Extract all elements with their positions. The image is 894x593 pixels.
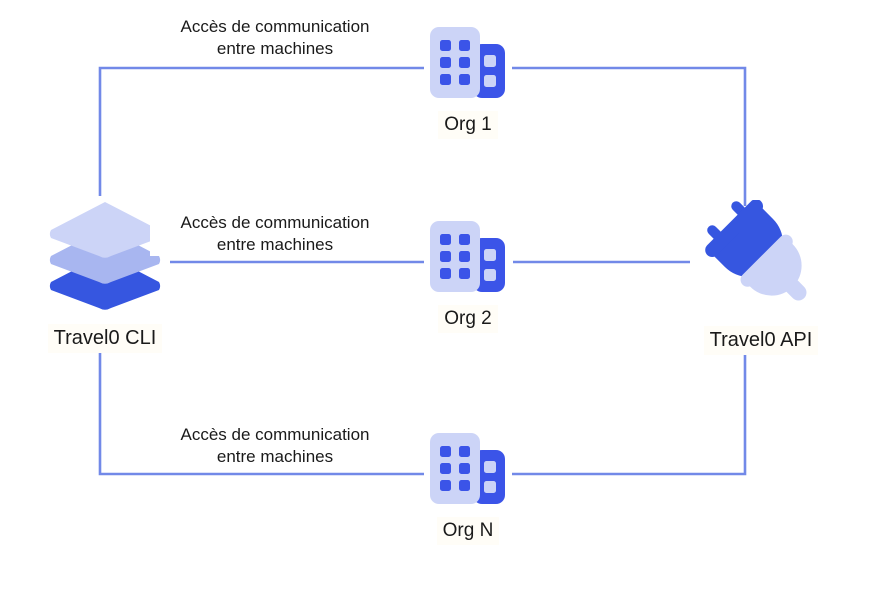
wire-org1-to-api [512,66,747,206]
plug-icon [701,199,821,318]
edge-label-bottom: Accès de communication entre machines [150,424,400,468]
edge-label-top: Accès de communication entre machines [150,16,400,60]
wire-cli-to-org1 [98,66,424,196]
org-1-label: Org 1 [438,111,498,139]
node-org-n: Org N [388,430,548,545]
layers-icon [41,198,169,314]
org-2-label: Org 2 [438,305,498,333]
node-org-1: Org 1 [388,24,548,139]
org-n-label: Org N [436,517,500,545]
wire-orgn-to-api [512,330,747,476]
node-travel0-cli: Travel0 CLI [20,198,190,353]
edge-label-middle: Accès de communication entre machines [150,212,400,256]
node-travel0-api: Travel0 API [676,199,846,355]
building-icon [427,218,509,296]
travel0-api-label: Travel0 API [703,326,819,355]
building-icon [427,430,509,508]
wire-cli-to-orgn [98,332,424,476]
travel0-cli-label: Travel0 CLI [47,324,163,353]
building-icon [427,24,509,102]
node-org-2: Org 2 [388,218,548,333]
